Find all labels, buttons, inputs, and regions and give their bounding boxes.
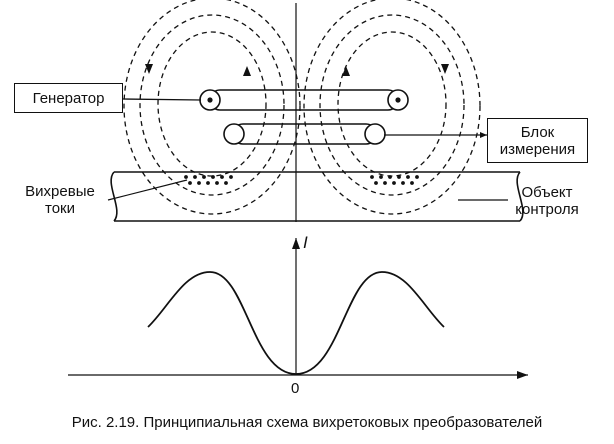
eddy-currents-label-line1: Вихревые (25, 183, 95, 200)
eddy-currents-label: Вихревые токи (17, 183, 103, 217)
eddy-currents-left (184, 175, 233, 185)
test-object-plate (110, 171, 524, 222)
generator-coil-dots (207, 97, 401, 103)
field-lines-right (303, 0, 481, 215)
figure-caption: Рис. 2.19. Принципиальная схема вихреток… (71, 414, 543, 431)
measurement-block-label-line1: Блок (520, 123, 555, 141)
graph-origin-label: 0 (291, 380, 300, 397)
measurement-coil (223, 123, 386, 145)
graph-y-axis-label: I (303, 233, 308, 252)
object-label-line2: контроля (515, 201, 579, 218)
object-label: Объект контроля (511, 184, 583, 218)
measurement-block-label-line2: измерения (499, 140, 576, 158)
response-curve (147, 271, 445, 375)
object-label-line1: Объект (521, 184, 573, 201)
generator-connection (122, 98, 202, 101)
generator-label: Генератор (32, 89, 105, 107)
measurement-block-box: Блок измерения (487, 118, 588, 163)
generator-box: Генератор (14, 83, 123, 113)
eddy-currents-label-line2: токи (45, 200, 75, 217)
field-direction-arrows (145, 64, 449, 76)
eddy-currents-right (370, 175, 419, 185)
eddy-currents-leader (107, 179, 188, 201)
